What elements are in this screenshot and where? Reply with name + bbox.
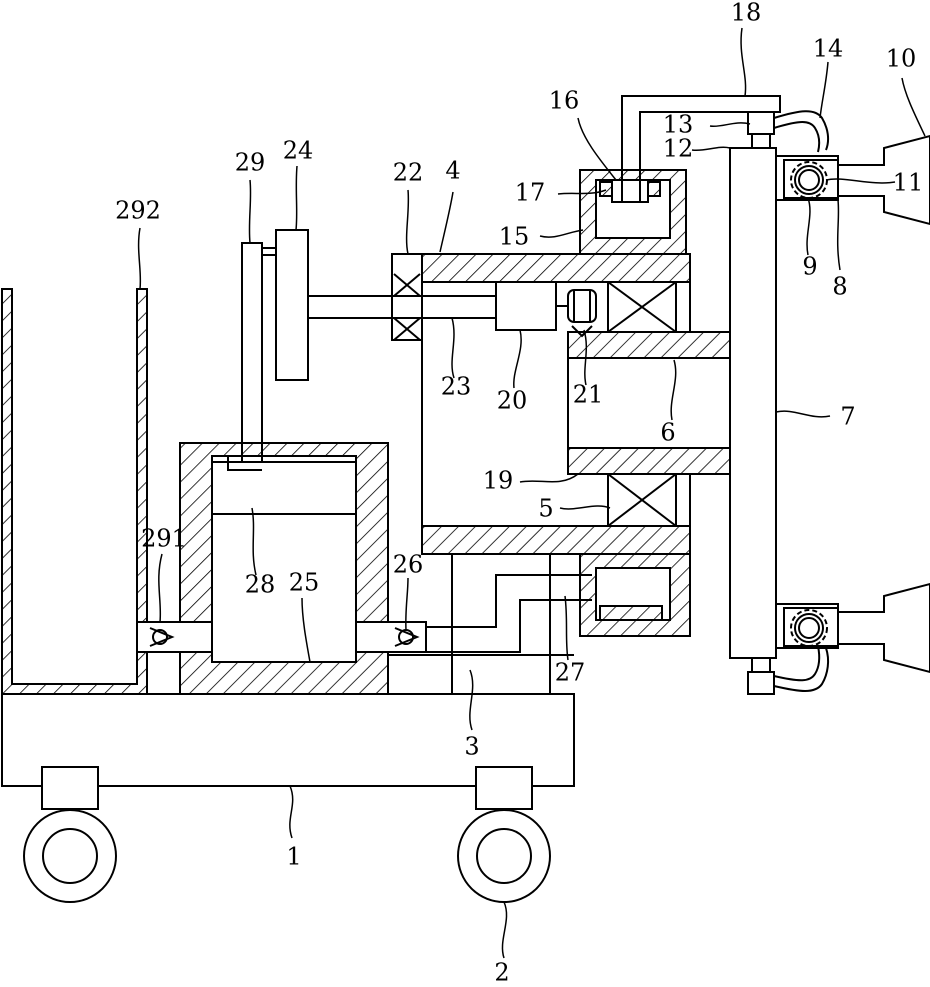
bearing-5-upper [608,282,676,332]
intake-pipe [137,622,212,652]
label-7: 7 [840,403,855,431]
piston-rod [228,243,276,470]
label-15: 15 [499,223,530,251]
label-27: 27 [555,659,586,687]
pump-housing [180,443,388,694]
label-18: 18 [731,0,762,27]
label-28: 28 [245,571,276,599]
bearing-22 [392,254,422,340]
outlet-pipe [356,575,592,652]
cam-disk [276,230,308,380]
label-23: 23 [441,373,472,401]
label-26: 26 [393,551,424,579]
label-13: 13 [663,111,694,139]
label-2: 2 [494,959,509,987]
label-11: 11 [893,169,924,197]
label-1: 1 [286,843,301,871]
label-17: 17 [515,179,546,207]
label-4: 4 [445,157,460,185]
nozzle-lower [776,584,930,672]
label-22: 22 [393,159,424,187]
wheel-left [24,767,116,902]
label-6: 6 [660,419,675,447]
label-14: 14 [813,35,844,63]
wheel-right [458,767,550,902]
label-10: 10 [886,45,917,73]
connector-13-bottom [748,658,774,694]
bearing-5-lower [608,474,676,526]
label-291: 291 [141,525,187,553]
label-21: 21 [573,381,604,409]
connector-13-top [748,112,774,148]
label-24: 24 [283,137,314,165]
motor [496,282,568,330]
label-5: 5 [538,495,553,523]
label-19: 19 [483,467,514,495]
label-3: 3 [464,733,479,761]
hose-bottom [774,646,828,691]
small-pump [580,554,690,636]
label-16: 16 [549,87,580,115]
label-20: 20 [497,387,528,415]
label-29: 29 [235,149,266,177]
label-12: 12 [663,135,694,163]
label-8: 8 [832,273,847,301]
label-9: 9 [802,253,817,281]
rotating-plate [730,148,776,658]
coupling [568,290,596,336]
label-292: 292 [115,197,161,225]
label-25: 25 [289,569,320,597]
top-box [580,170,686,254]
